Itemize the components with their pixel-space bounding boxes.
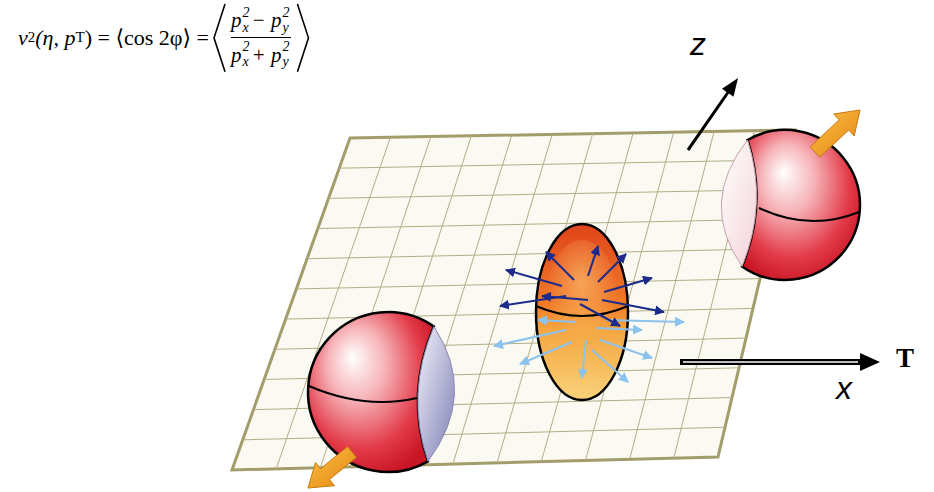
overlap-region bbox=[536, 224, 628, 400]
grid-line bbox=[497, 134, 593, 463]
flow-arrow bbox=[542, 296, 588, 300]
flow-arrow bbox=[580, 304, 620, 326]
nucleus bbox=[308, 312, 455, 472]
angle-bracket bbox=[214, 4, 225, 72]
flow-arrow bbox=[596, 328, 642, 330]
index-stack: 2y bbox=[282, 40, 289, 69]
flow-arrow bbox=[520, 342, 572, 364]
flow-arrow bbox=[494, 330, 566, 346]
fraction: p2x− p2yp2x+ p2y bbox=[231, 6, 291, 70]
formula-part: 2 bbox=[243, 6, 250, 21]
flow-arrow bbox=[604, 278, 652, 292]
flow-arrow bbox=[602, 300, 664, 312]
axis-label: T bbox=[896, 343, 914, 374]
flow-arrow bbox=[582, 340, 586, 378]
formula-part: 2 bbox=[282, 40, 289, 55]
x-axis-highlight bbox=[683, 361, 858, 363]
formula-part: + p bbox=[252, 43, 282, 68]
formula-part: p bbox=[231, 43, 242, 68]
grid-line bbox=[307, 249, 767, 259]
index-stack: 2y bbox=[282, 6, 289, 35]
formula-part: (η, p bbox=[35, 25, 75, 51]
motion-arrow bbox=[810, 110, 860, 157]
grid-line bbox=[630, 131, 714, 459]
grid-line bbox=[296, 279, 760, 289]
axis-label: x bbox=[836, 370, 852, 407]
axes bbox=[680, 78, 880, 371]
x-axis bbox=[680, 353, 880, 371]
formula-part: ) = ⟨cos 2φ⟩ = bbox=[85, 25, 209, 51]
formula-part: x bbox=[243, 55, 250, 70]
flow-arrow bbox=[592, 350, 628, 382]
flow-arrow bbox=[546, 252, 574, 280]
flow-arrow bbox=[538, 320, 576, 322]
index-stack: 2x bbox=[243, 6, 250, 35]
z-axis bbox=[687, 78, 738, 151]
numerator: p2x− p2y bbox=[231, 6, 291, 35]
grid-line bbox=[339, 160, 788, 168]
axis-label: z bbox=[690, 26, 706, 63]
formula-part: 2 bbox=[243, 40, 250, 55]
formula-part: 2 bbox=[28, 29, 36, 46]
formula-part: − p bbox=[252, 8, 282, 33]
flow-arrow bbox=[600, 340, 652, 358]
formula-part: y bbox=[282, 55, 289, 70]
motion-arrows bbox=[308, 110, 860, 488]
formula-part: v bbox=[18, 25, 28, 51]
grid-line bbox=[329, 189, 781, 198]
flow-arrow bbox=[606, 320, 684, 322]
angle-bracket bbox=[297, 4, 308, 72]
flow-arrow bbox=[506, 270, 562, 286]
formula-part: y bbox=[282, 21, 289, 36]
flow-arrows bbox=[494, 246, 684, 382]
motion-arrow bbox=[308, 447, 356, 488]
flow-arrow bbox=[598, 254, 626, 282]
grid-line bbox=[318, 219, 774, 228]
denominator: p2x+ p2y bbox=[231, 40, 291, 69]
fraction-bar bbox=[231, 37, 291, 38]
formula-part: T bbox=[76, 29, 85, 46]
grid-line bbox=[409, 135, 512, 465]
flow-formula: v2(η, pT) = ⟨cos 2φ⟩ =p2x− p2yp2x+ p2y bbox=[18, 6, 313, 70]
flow-arrow bbox=[588, 246, 598, 276]
grid-line bbox=[243, 427, 725, 440]
formula-part: p bbox=[231, 8, 242, 33]
index-stack: 2x bbox=[243, 40, 250, 69]
formula-part: 2 bbox=[282, 6, 289, 21]
formula-part: x bbox=[243, 21, 250, 36]
nucleus bbox=[721, 130, 860, 280]
